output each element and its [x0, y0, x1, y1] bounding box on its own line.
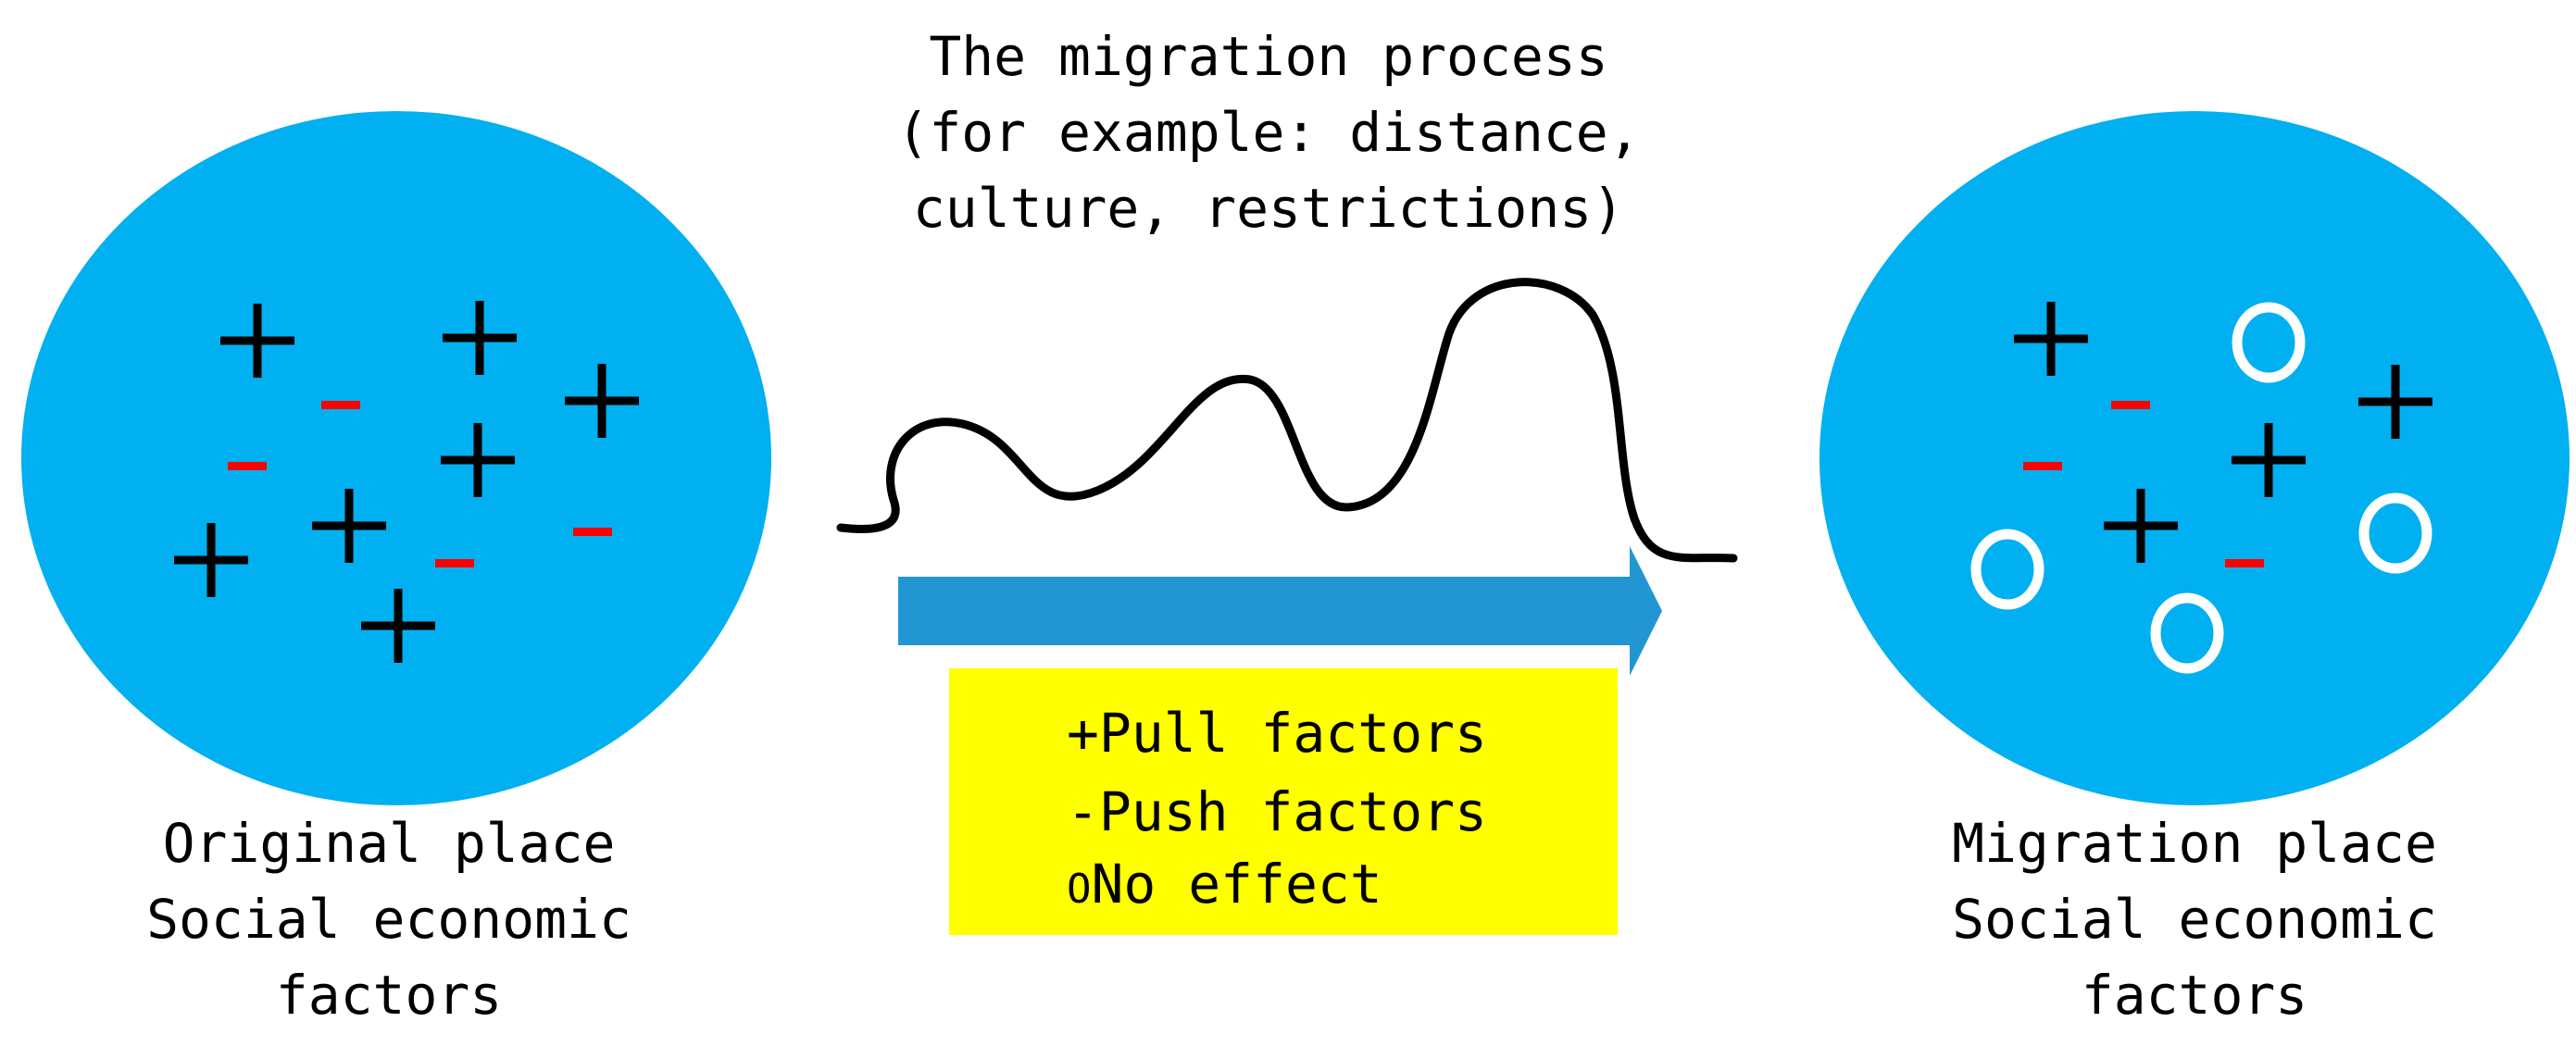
origin-factors	[174, 301, 639, 663]
legend-item-push: -Push factors	[1067, 779, 1487, 844]
origin-circle	[21, 111, 771, 805]
plus-icon: +	[1067, 702, 1099, 765]
plus-icon	[174, 523, 248, 597]
minus-icon	[321, 401, 360, 409]
circle-icon	[1970, 529, 2045, 610]
minus-icon: -	[1067, 780, 1099, 843]
minus-icon	[2225, 559, 2264, 567]
legend-label-push: Push factors	[1098, 780, 1487, 843]
origin-caption-line: Original place	[162, 812, 616, 875]
process-title-line: The migration process	[929, 25, 1608, 88]
legend-item-pull: +Pull factors	[1067, 701, 1487, 766]
legend-box	[949, 668, 1618, 935]
circle-icon	[2150, 592, 2224, 674]
circle-icon: O	[1067, 866, 1092, 913]
destination-factors	[1970, 302, 2432, 674]
destination-caption-line: Migration place	[1952, 812, 2437, 875]
circle-icon	[2232, 302, 2306, 383]
destination-circle	[1819, 111, 2570, 805]
plus-icon	[2232, 423, 2306, 497]
plus-icon	[441, 423, 515, 497]
origin-caption-line: Social economic	[146, 888, 631, 951]
process-wave-line	[836, 278, 1738, 563]
arrow-right-icon	[898, 546, 1662, 676]
plus-icon	[443, 301, 517, 375]
minus-icon	[573, 528, 612, 536]
minus-icon	[2023, 462, 2062, 470]
destination-caption-line: factors	[2081, 964, 2308, 1027]
minus-icon	[435, 559, 474, 567]
plus-icon	[312, 489, 386, 563]
plus-icon	[361, 589, 435, 663]
process-title-line: culture, restrictions)	[912, 177, 1625, 240]
process-title: The migration process (for example: dista…	[787, 19, 1750, 246]
plus-icon	[565, 364, 639, 438]
legend-item-none: ONo effect	[1067, 852, 1382, 922]
destination-caption-line: Social economic	[1952, 888, 2437, 951]
process-title-line: (for example: distance,	[896, 101, 1641, 164]
minus-icon	[2111, 401, 2150, 409]
origin-caption-line: factors	[275, 964, 503, 1027]
minus-icon	[228, 462, 267, 470]
plus-icon	[2014, 302, 2088, 376]
legend-label-pull: Pull factors	[1098, 702, 1487, 765]
plus-icon	[220, 304, 294, 378]
plus-icon	[2358, 365, 2432, 439]
plus-icon	[2104, 489, 2178, 563]
circle-icon	[2358, 492, 2432, 574]
legend-label-none: No effect	[1091, 853, 1382, 916]
